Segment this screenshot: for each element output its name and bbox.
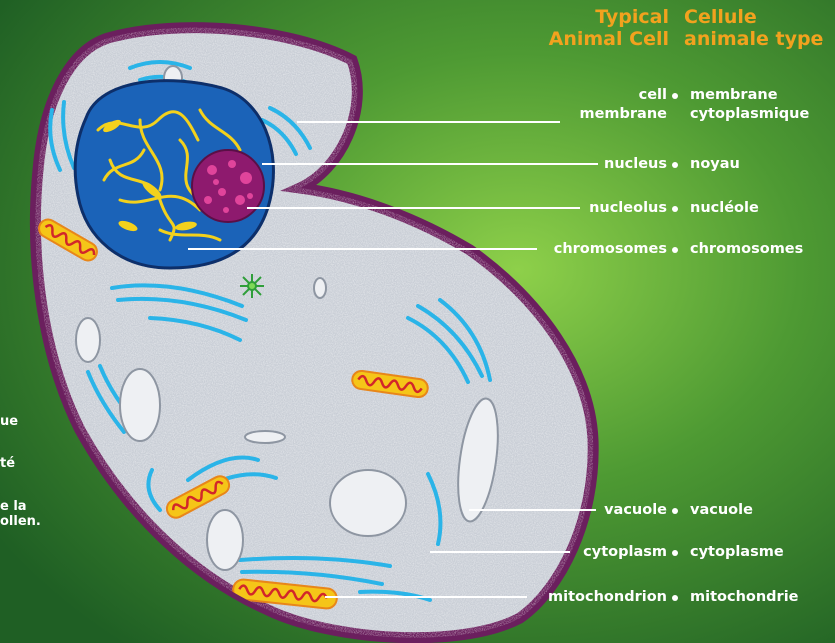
- cropped-text-3: e la: [0, 499, 27, 515]
- label-cytoplasm-french: cytoplasme: [690, 543, 784, 562]
- centrosome: [240, 274, 264, 298]
- nucleus: [75, 81, 273, 268]
- title-french-line-2: animale type: [684, 28, 823, 50]
- label-nucleus-french: noyau: [690, 155, 740, 174]
- label-chromosomes-english: chromosomes: [554, 240, 667, 259]
- separator-dot-membrane: [672, 93, 678, 99]
- cropped-text-4: ollen.: [0, 514, 41, 530]
- label-nucleolus-french: nucléole: [690, 199, 759, 218]
- title-english: Typical Animal Cell: [549, 6, 669, 50]
- separator-dot-nucleus: [672, 162, 678, 168]
- cropped-text-1: ue: [0, 414, 18, 430]
- label-mitochondrion-french: mitochondrie: [690, 588, 799, 607]
- label-nucleus-english: nucleus: [604, 155, 667, 174]
- label-membrane-english: cell membrane: [579, 86, 667, 124]
- label-membrane-english-line-2: membrane: [579, 105, 667, 124]
- label-membrane-french-line-2: cytoplasmique: [690, 105, 809, 124]
- separator-dot-mitochondrion: [672, 595, 678, 601]
- title-french-line-1: Cellule: [684, 6, 823, 28]
- nucleolus: [192, 150, 264, 222]
- label-chromosomes-french: chromosomes: [690, 240, 803, 259]
- separator-dot-chromosomes: [672, 247, 678, 253]
- label-nucleolus-english: nucleolus: [589, 199, 667, 218]
- label-membrane-french: membrane cytoplasmique: [690, 86, 809, 124]
- label-vacuole-english: vacuole: [604, 501, 667, 520]
- separator-dot-nucleolus: [672, 206, 678, 212]
- title-english-line-1: Typical: [549, 6, 669, 28]
- separator-dot-cytoplasm: [672, 550, 678, 556]
- label-mitochondrion-english: mitochondrion: [548, 588, 667, 607]
- label-cytoplasm-english: cytoplasm: [583, 543, 667, 562]
- label-vacuole-french: vacuole: [690, 501, 753, 520]
- cropped-text-2: té: [0, 456, 15, 472]
- separator-dot-vacuole: [672, 508, 678, 514]
- title-english-line-2: Animal Cell: [549, 28, 669, 50]
- label-membrane-english-line-1: cell: [579, 86, 667, 105]
- title-french: Cellule animale type: [684, 6, 823, 50]
- label-membrane-french-line-1: membrane: [690, 86, 809, 105]
